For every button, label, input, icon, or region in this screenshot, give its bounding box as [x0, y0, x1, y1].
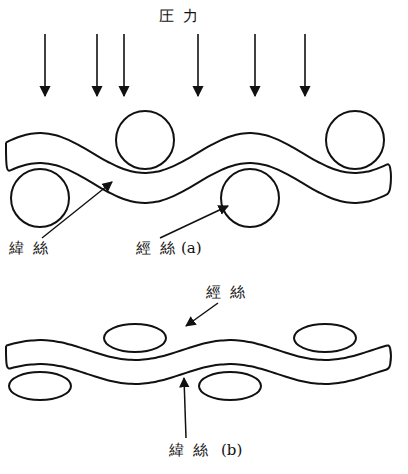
pressure-arrow: [304, 34, 306, 96]
leader-line: [42, 182, 112, 238]
pressure-arrow: [254, 34, 256, 96]
warp-thread: [294, 324, 356, 352]
weft-label: 緯絲: [168, 442, 218, 459]
weave-a: [6, 111, 391, 227]
warp-thread: [9, 372, 71, 400]
weave-b: [6, 324, 391, 400]
figure-label: (b): [220, 442, 243, 459]
leader-line: [160, 206, 228, 238]
warp-thread: [199, 372, 261, 400]
pressure-label: 圧力: [158, 8, 208, 25]
pressure-arrow: [96, 34, 98, 96]
warp-thread: [11, 169, 69, 227]
pressure-arrows: [45, 34, 305, 96]
warp-label: 經絲: [135, 240, 185, 257]
leader-line: [186, 303, 218, 326]
figure-label: (a): [180, 240, 203, 257]
warp-label: 經絲: [205, 284, 255, 301]
weft-label: 緯絲: [8, 240, 58, 257]
pressure-arrow: [44, 34, 46, 96]
leader-line: [184, 378, 186, 438]
pressure-arrow: [197, 34, 199, 96]
warp-thread: [221, 169, 279, 227]
warp-thread: [326, 111, 384, 169]
warp-thread: [116, 111, 174, 169]
leader-lines: [42, 182, 228, 438]
warp-thread: [104, 324, 166, 352]
pressure-arrow: [123, 34, 125, 96]
